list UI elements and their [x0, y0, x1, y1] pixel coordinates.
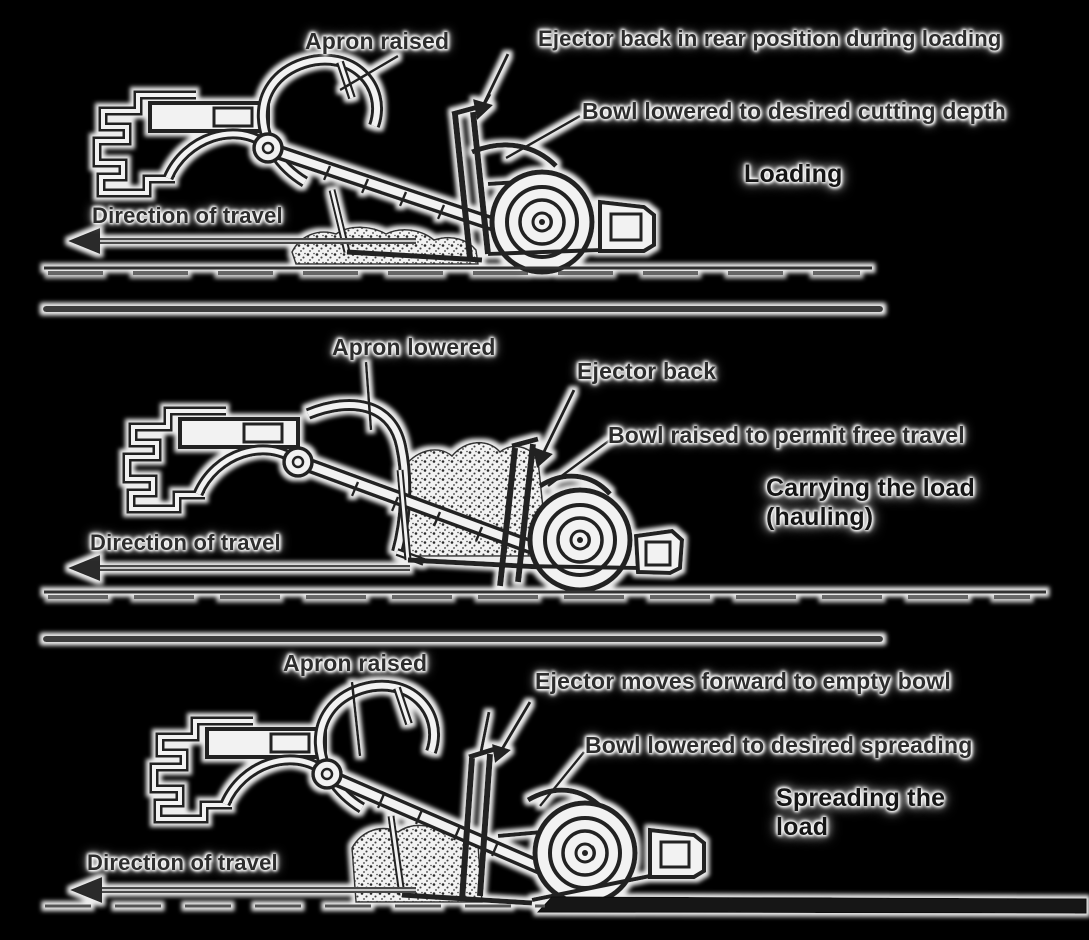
direction-arrow	[68, 228, 416, 254]
apron-leader-line	[350, 681, 362, 757]
bowl-leader-line	[539, 751, 585, 807]
panel-title-hauling: Carrying the load (hauling)	[766, 474, 975, 531]
diagram-scraper-hauling	[44, 361, 1046, 599]
diagram-scraper-spreading	[45, 679, 1087, 914]
push-block	[633, 528, 685, 576]
label-direction-of-travel: Direction of travel	[90, 530, 281, 555]
label-bowl-lowered-spreading: Bowl lowered to desired spreading	[585, 732, 973, 758]
bowl-leader-line	[505, 114, 581, 160]
label-ejector-forward: Ejector moves forward to empty bowl	[535, 668, 951, 694]
label-ejector-back: Ejector back in rear position during loa…	[538, 26, 1002, 51]
ejector-plate-forward	[459, 753, 493, 901]
wheel	[492, 172, 592, 272]
ejector-arrow	[478, 53, 510, 113]
ejector-arrow	[538, 389, 576, 461]
panel-title-loading: Loading	[744, 160, 843, 188]
label-bowl-raised: Bowl raised to permit free travel	[608, 422, 965, 448]
spread-material-layer	[536, 896, 1087, 914]
label-ejector-back: Ejector back	[577, 358, 717, 384]
push-block	[648, 827, 706, 879]
label-direction-of-travel: Direction of travel	[92, 203, 283, 228]
label-bowl-lowered: Bowl lowered to desired cutting depth	[582, 98, 1006, 124]
panel-title-spreading: Spreading the load	[776, 784, 946, 841]
diagram-scraper-loading	[44, 53, 872, 275]
label-apron-raised: Apron raised	[283, 650, 428, 676]
bowl-leader-line	[547, 438, 611, 488]
apron-leader-line	[339, 54, 399, 92]
push-block	[598, 199, 656, 253]
label-direction-of-travel: Direction of travel	[87, 850, 278, 875]
label-apron-lowered: Apron lowered	[332, 334, 496, 360]
cutting-edge	[346, 249, 483, 263]
direction-arrow	[68, 555, 410, 581]
pivot-ball	[311, 758, 343, 790]
apron-leader-line	[364, 361, 373, 431]
label-apron-raised: Apron raised	[305, 28, 450, 54]
ejector-plate	[452, 111, 491, 259]
ejector-leader-line	[496, 701, 532, 757]
pivot-ball	[282, 446, 314, 478]
cutting-edge	[401, 892, 533, 906]
ejector-plate	[497, 443, 536, 587]
direction-arrow	[70, 877, 416, 903]
pivot-ball	[252, 132, 284, 164]
wheel	[530, 490, 630, 590]
